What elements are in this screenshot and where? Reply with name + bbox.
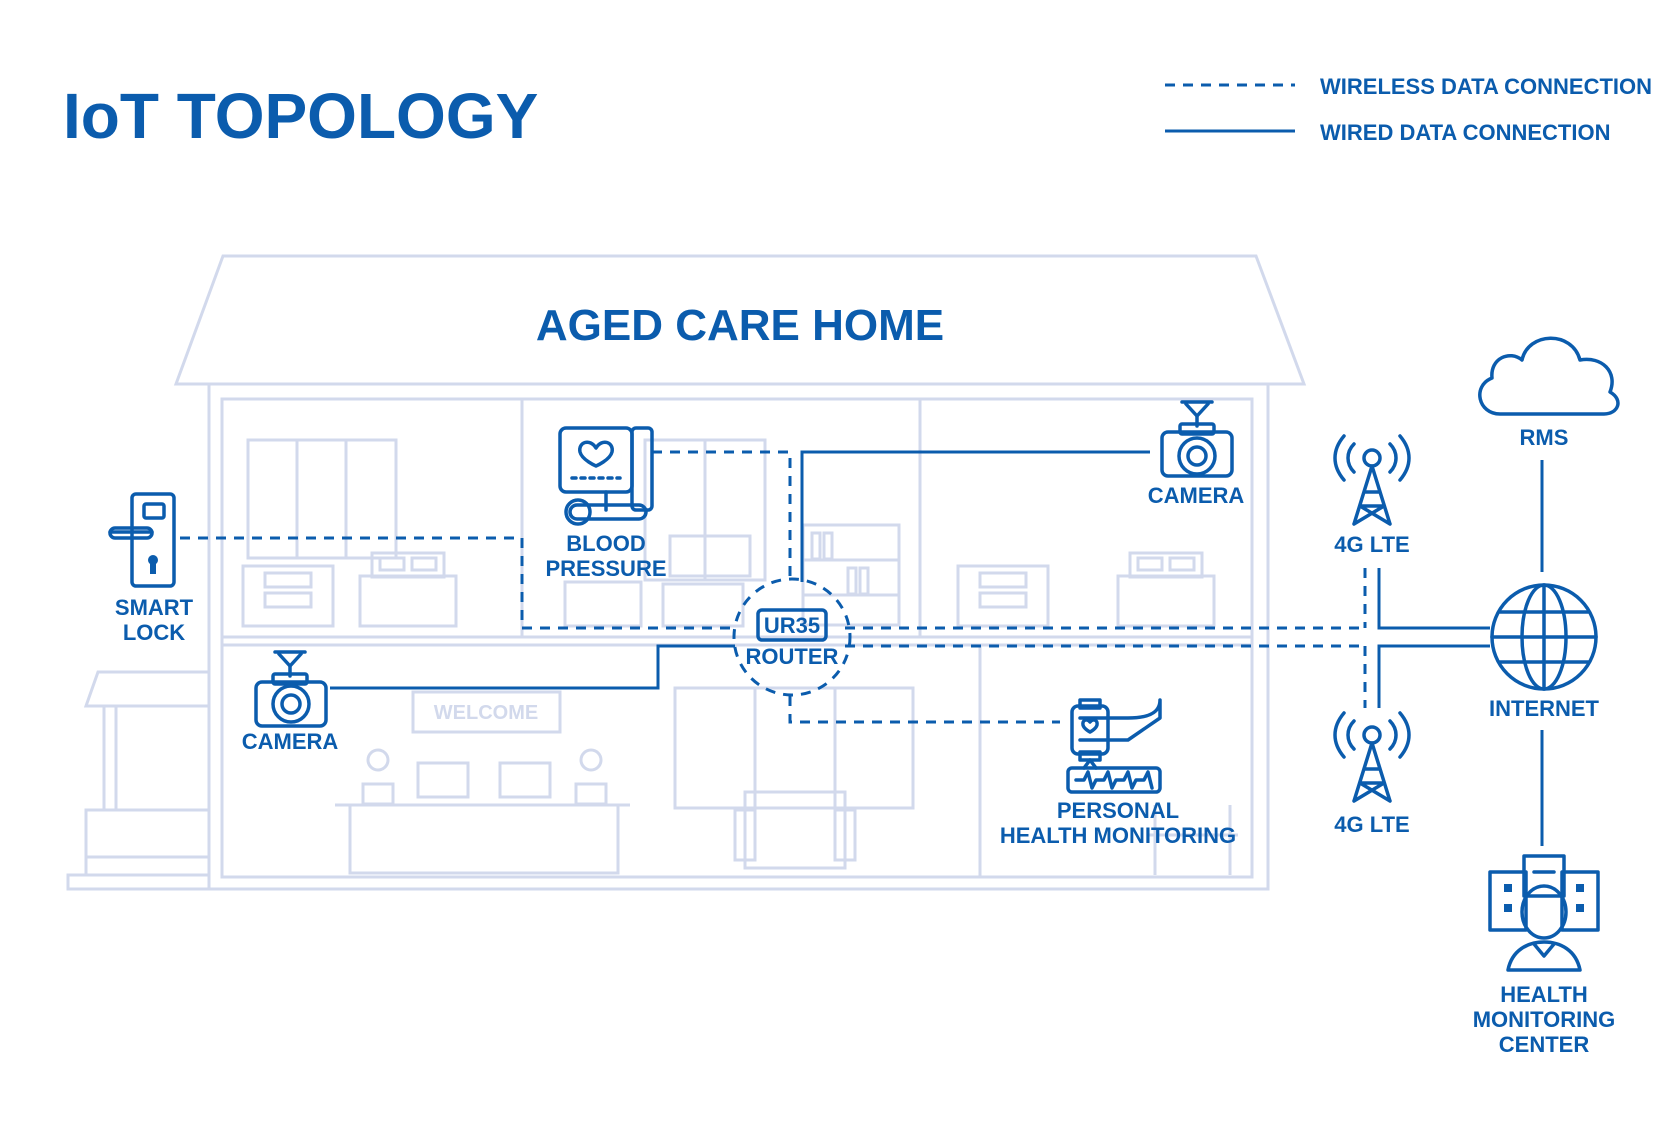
cloud-icon	[1478, 336, 1620, 416]
globe-icon	[1490, 583, 1598, 691]
health-monitoring-label: PERSONAL	[1057, 798, 1179, 823]
camera-upper-label: CAMERA	[1148, 483, 1245, 508]
health-center-label: MONITORING	[1473, 1007, 1616, 1032]
camera-lower-node: CAMERA	[242, 650, 339, 754]
legend-wired-label: WIRED DATA CONNECTION	[1320, 120, 1610, 145]
wired-link-internet	[1377, 644, 1490, 708]
building: WELCOME AGED CARE HOME	[66, 254, 1307, 891]
blood-pressure-monitor-icon	[558, 426, 654, 526]
room-furniture	[956, 551, 1216, 628]
rms-label: RMS	[1520, 425, 1569, 450]
tower-lower-label: 4G LTE	[1334, 812, 1409, 837]
health-center-label: HEALTH	[1500, 982, 1588, 1007]
legend: WIRELESS DATA CONNECTION WIRED DATA CONN…	[1165, 74, 1652, 145]
wireless-link-health-monitoring	[788, 696, 1060, 724]
wireless-link-smart-lock	[180, 536, 735, 630]
smart-lock-node: SMART LOCK	[108, 492, 194, 645]
wired-link-internet	[1377, 568, 1490, 630]
porch	[66, 670, 211, 891]
page-title: IoT TOPOLOGY	[63, 80, 538, 152]
building-title: AGED CARE HOME	[536, 301, 944, 350]
router-node[interactable]: UR35 ROUTER	[732, 577, 852, 697]
health-monitoring-label: HEALTH MONITORING	[1000, 823, 1236, 848]
blood-pressure-label: BLOOD	[566, 531, 645, 556]
router-icon	[732, 577, 852, 697]
internet-node: INTERNET	[1489, 583, 1600, 721]
wireless-link-blood-pressure	[652, 450, 792, 582]
camera-upper-node: CAMERA	[1148, 400, 1245, 508]
smart-lock-icon	[108, 492, 176, 588]
welcome-sign: WELCOME	[434, 702, 538, 724]
smart-lock-label: SMART	[115, 595, 194, 620]
room-furniture	[241, 438, 458, 628]
wired-link-camera-lower	[330, 644, 735, 690]
tower-upper-label: 4G LTE	[1334, 532, 1409, 557]
blood-pressure-node: BLOOD PRESSURE	[545, 426, 667, 581]
cell-tower-icon	[1333, 434, 1411, 526]
smart-lock-label: LOCK	[123, 620, 185, 645]
room-furniture: WELCOME	[335, 686, 1238, 875]
camera-icon	[1160, 400, 1234, 478]
wired-link-camera-upper	[800, 450, 1150, 582]
blood-pressure-label: PRESSURE	[545, 556, 666, 581]
camera-icon	[254, 650, 328, 728]
person-building-icon	[1488, 854, 1600, 972]
rms-node: RMS	[1478, 336, 1620, 450]
tower-lower-node: 4G LTE	[1333, 711, 1411, 837]
smartwatch-icon	[1066, 698, 1162, 794]
legend-wireless-label: WIRELESS DATA CONNECTION	[1320, 74, 1652, 99]
cell-tower-icon	[1333, 711, 1411, 803]
health-center-label: CENTER	[1499, 1032, 1590, 1057]
router-label: ROUTER	[746, 644, 839, 669]
internet-label: INTERNET	[1489, 696, 1600, 721]
tower-upper-node: 4G LTE	[1333, 434, 1411, 557]
router-model-box	[756, 608, 828, 642]
building-wall	[207, 382, 1270, 891]
camera-lower-label: CAMERA	[242, 729, 339, 754]
health-center-node: HEALTH MONITORING CENTER	[1473, 854, 1616, 1057]
router-model: UR35	[764, 613, 820, 638]
connections	[180, 450, 1544, 846]
health-monitoring-node: PERSONAL HEALTH MONITORING	[1000, 698, 1236, 848]
